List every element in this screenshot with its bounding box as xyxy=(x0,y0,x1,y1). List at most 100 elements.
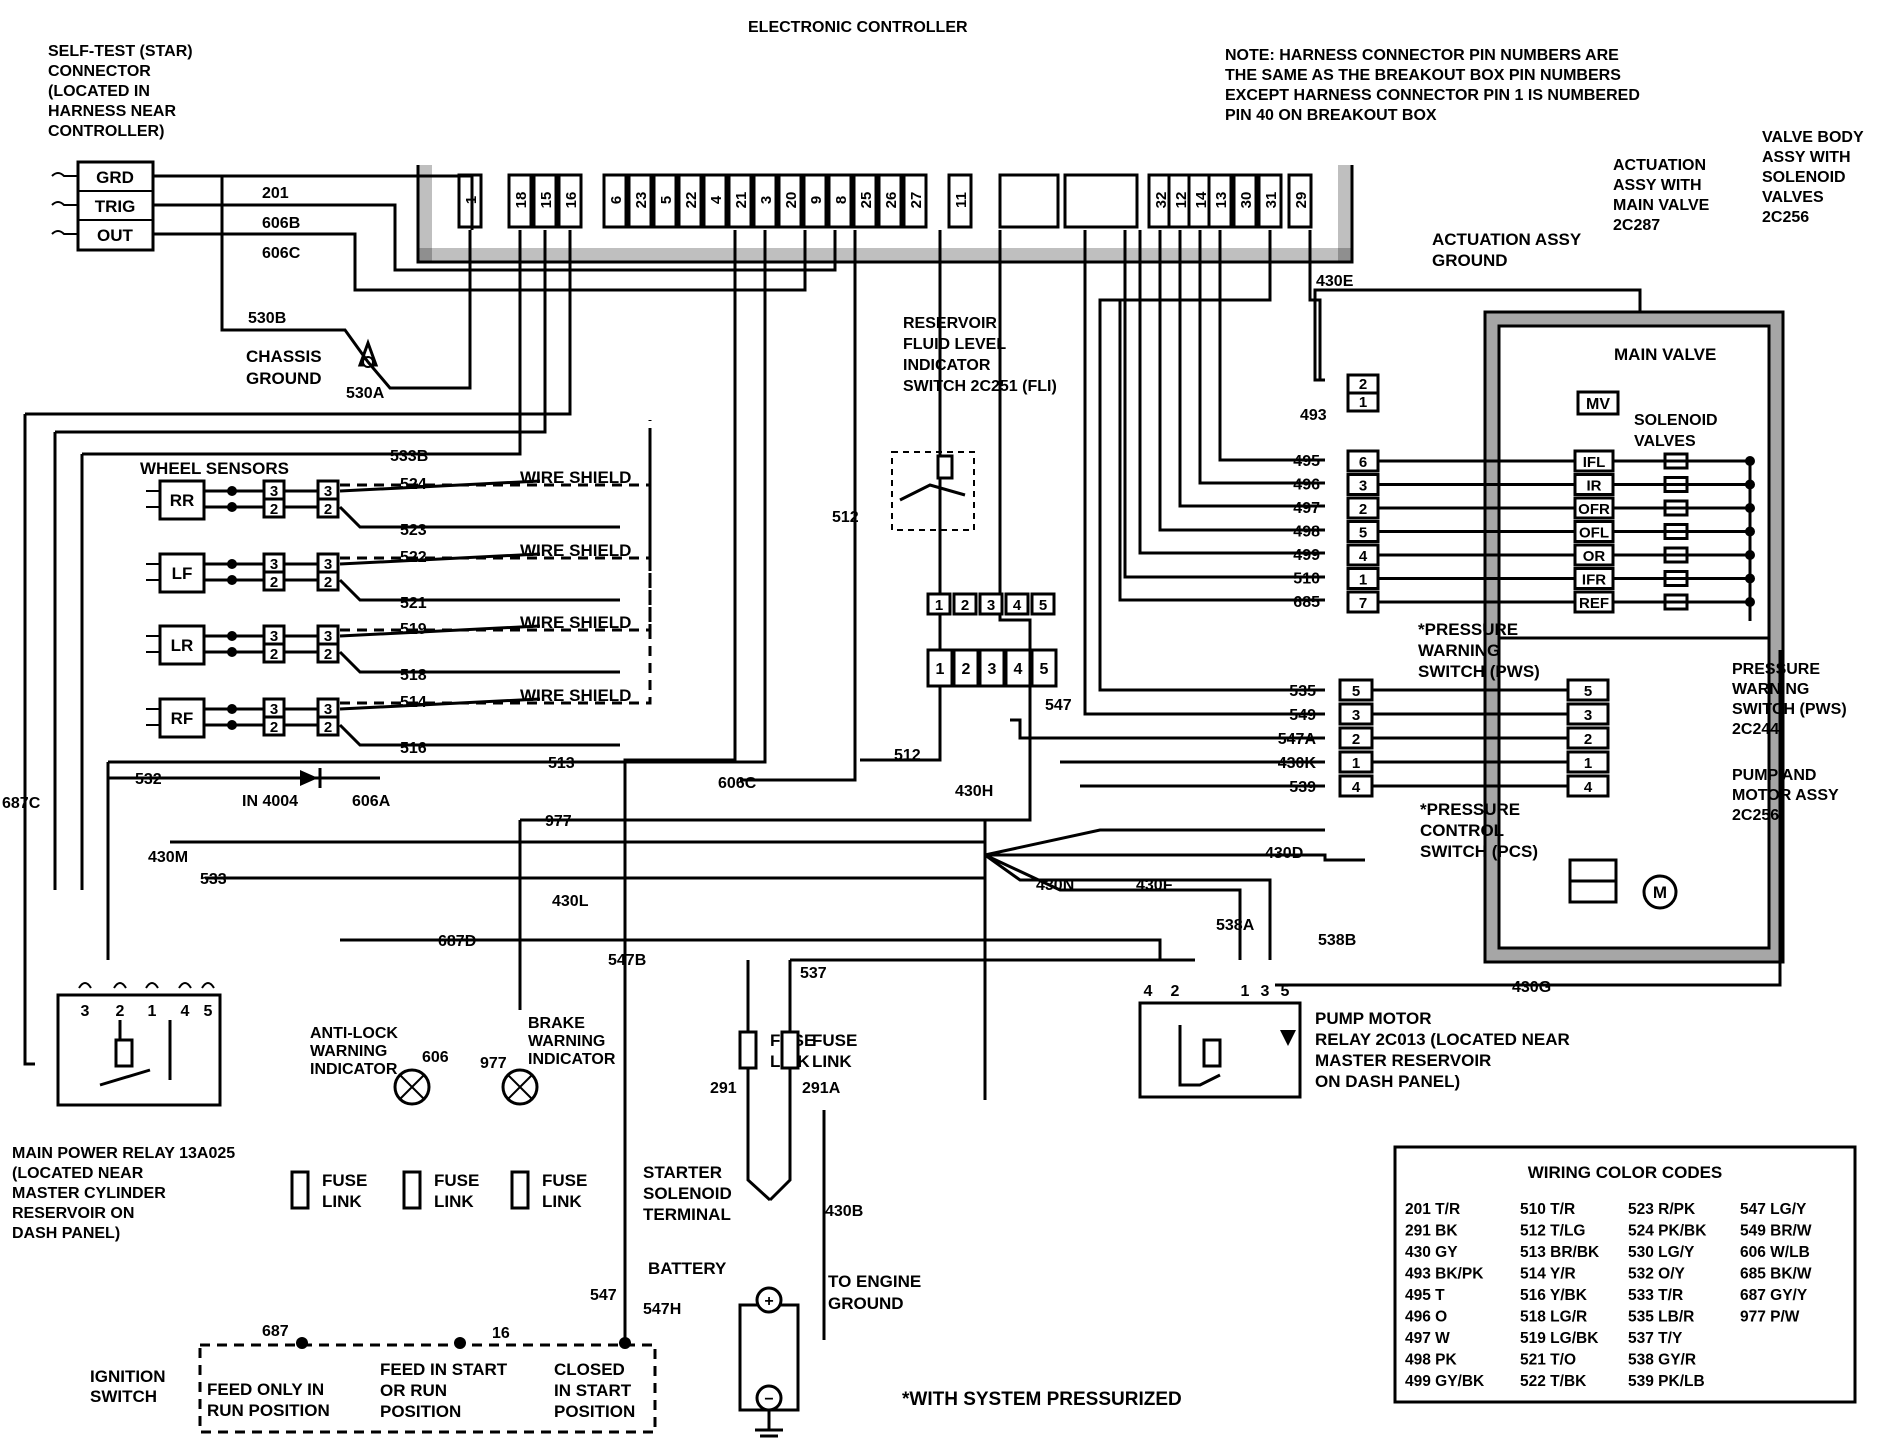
color-code-entry: 519 LG/BK xyxy=(1520,1330,1599,1347)
valve-wire-number: 499 xyxy=(1293,547,1320,564)
main-relay-pin: 4 xyxy=(181,1003,190,1020)
pump-connector-pin: 1 xyxy=(1352,755,1360,772)
fuse-link-label: FUSE xyxy=(322,1171,367,1190)
controller-pin-number: 23 xyxy=(633,192,650,209)
mv-box xyxy=(1576,390,1620,416)
actuation-assy-text: ASSY WITH xyxy=(1613,177,1702,194)
sensor-name: LF xyxy=(172,564,193,583)
solenoid-valves-label: VALVES xyxy=(1634,433,1696,450)
main-relay-pin: 5 xyxy=(204,1003,213,1020)
controller-pin-number: 12 xyxy=(1173,192,1190,209)
main-relay-label: MAIN POWER RELAY 13A025 (LOCATED NEAR MA… xyxy=(12,1145,235,1242)
mv-label: MV xyxy=(1586,396,1610,413)
fuse-link-label: FUSE xyxy=(542,1171,587,1190)
controller-pin-number: 11 xyxy=(953,192,970,208)
valve-connector-pin: 1 xyxy=(1359,572,1367,589)
wire-label: 430N xyxy=(1036,877,1074,894)
note-line: THE SAME AS THE BREAKOUT BOX PIN NUMBERS xyxy=(1225,67,1621,84)
solenoid-valve-code: REF xyxy=(1579,595,1609,612)
actuation-assy-text: 2C287 xyxy=(1613,217,1660,234)
wire-label: 538A xyxy=(1216,917,1255,934)
controller-pin xyxy=(902,173,928,229)
actuation-assy-label: ACTUATION ASSY WITH MAIN VALVE 2C287 xyxy=(1613,157,1710,234)
color-code-entry: 524 PK/BK xyxy=(1628,1223,1707,1240)
controller-pin xyxy=(702,173,728,229)
wire-label: 430G xyxy=(1512,979,1551,996)
valve-wire-number: 685 xyxy=(1293,594,1320,611)
reservoir-label: FLUID LEVEL xyxy=(903,336,1006,353)
controller-pin-number: 31 xyxy=(1263,192,1280,209)
motor-icon xyxy=(1642,874,1678,910)
wire-number: 523 xyxy=(400,522,427,539)
controller-pin-number: 29 xyxy=(1293,192,1310,209)
fuse-link-label: FUSE xyxy=(434,1171,479,1190)
solenoid-valve-code: IFL xyxy=(1583,454,1606,471)
engine-ground-text: TO ENGINE xyxy=(828,1272,921,1291)
ignition-label: IGNITION xyxy=(90,1367,166,1386)
brake-warning-label: BRAKE xyxy=(528,1015,585,1032)
controller-pin-number: 30 xyxy=(1238,192,1255,209)
main-relay-label-line: RESERVOIR ON xyxy=(12,1205,134,1222)
pws-right-label: 2C244 xyxy=(1732,721,1779,738)
controller-pin-number: 8 xyxy=(833,196,850,204)
controller-pin-number: 6 xyxy=(608,196,625,204)
controller-pin-number: 16 xyxy=(563,192,580,209)
main-relay-label-line: MAIN POWER RELAY 13A025 xyxy=(12,1145,235,1162)
controller-pin-number: 26 xyxy=(883,192,900,209)
sensor-pin: 3 xyxy=(324,628,332,645)
wire-label: 430M xyxy=(148,849,188,866)
controller-pin-number: 27 xyxy=(908,192,925,209)
wire-label: 606C xyxy=(262,245,301,262)
fuse-link-label: LINK xyxy=(434,1192,474,1211)
wire-number: 516 xyxy=(400,740,427,757)
controller-pin xyxy=(532,173,558,229)
pump-relay-label: MASTER RESERVOIR xyxy=(1315,1051,1491,1070)
grd-pin: GRD xyxy=(96,168,134,187)
wire-number: 514 xyxy=(400,694,427,711)
solenoid-valve-code: OR xyxy=(1583,548,1606,565)
pump-relay-label: RELAY 2C013 (LOCATED NEAR xyxy=(1315,1030,1570,1049)
actuation-ground-label: ACTUATION ASSY GROUND xyxy=(1432,230,1582,270)
color-code-entry: 496 O xyxy=(1405,1309,1447,1326)
brake-warning-lamp: BRAKE WARNING INDICATOR xyxy=(501,1015,616,1106)
wire-shield-label: WIRE SHIELD xyxy=(520,468,631,487)
wire-label: 606B xyxy=(262,215,300,232)
wire-label: 533B xyxy=(390,448,428,465)
valve-wire-number: 498 xyxy=(1293,524,1320,541)
chassis-ground-label: CHASSIS xyxy=(246,347,322,366)
solenoid-valve-code: IFR xyxy=(1582,572,1606,589)
solenoid-valve-code: IR xyxy=(1587,478,1602,495)
pws-label: WARNING xyxy=(1418,641,1500,660)
ignition-position-c: POSITION xyxy=(554,1402,635,1421)
valve-wire-number: 496 xyxy=(1293,477,1320,494)
wheel-sensors-title: WHEEL SENSORS xyxy=(140,459,289,478)
wire-label: 530B xyxy=(248,310,286,327)
wire-label: 547B xyxy=(608,952,646,969)
color-code-entry: 521 T/O xyxy=(1520,1352,1576,1369)
color-code-box xyxy=(1393,1145,1857,1404)
fli-connector-pin: 4 xyxy=(1014,661,1023,678)
wire-label: 538B xyxy=(1318,932,1356,949)
fli-pin: 4 xyxy=(1013,597,1022,614)
controller-pin xyxy=(652,173,678,229)
controller-pin xyxy=(752,173,778,229)
starter-label: STARTER xyxy=(643,1163,722,1182)
wire-label: 547 xyxy=(1045,697,1072,714)
color-code-title: WIRING COLOR CODES xyxy=(1528,1163,1723,1182)
sensor-body xyxy=(158,697,206,739)
controller-pin-number: 4 xyxy=(708,195,725,204)
wire-label: 687C xyxy=(2,795,41,812)
color-code-entry: 512 T/LG xyxy=(1520,1223,1585,1240)
starter-label: SOLENOID xyxy=(643,1184,732,1203)
color-code-entry: 537 T/Y xyxy=(1628,1330,1683,1347)
sensor-body xyxy=(158,624,206,666)
ignition-switch: IGNITION SWITCH FEED ONLY IN RUN POSITIO… xyxy=(90,1337,657,1434)
sensor-pin: 3 xyxy=(324,483,332,500)
sensor-pin: 3 xyxy=(270,701,278,718)
controller-pin-number: 3 xyxy=(758,196,775,204)
valve-wire-number: 510 xyxy=(1293,571,1320,588)
